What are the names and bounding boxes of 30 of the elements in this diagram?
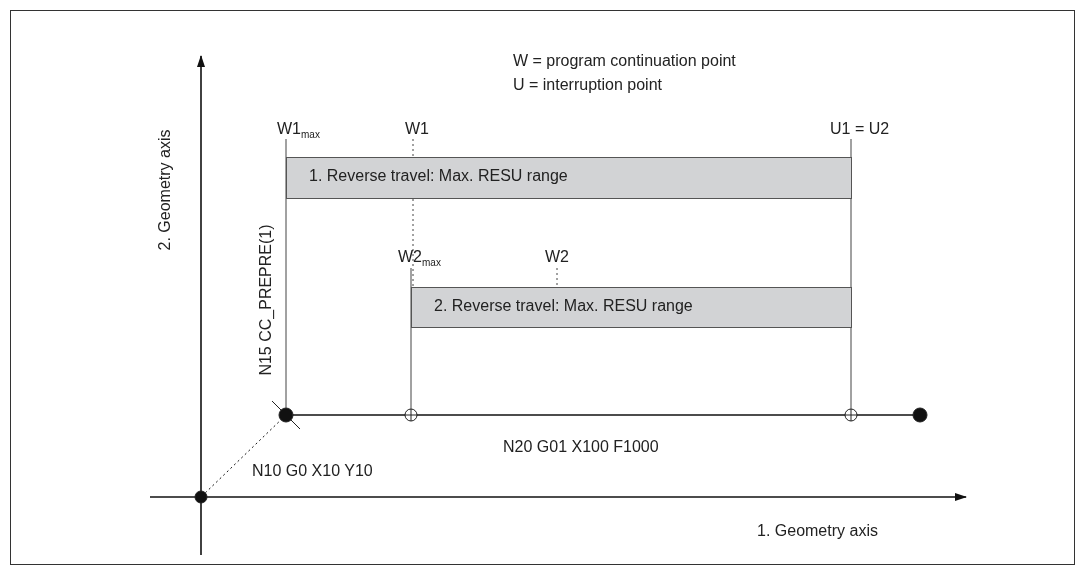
path-line (856, 414, 914, 416)
legend-note: U = interruption point (513, 76, 662, 94)
point-label: U1 = U2 (830, 120, 890, 138)
reference-line (412, 198, 414, 288)
reference-line (410, 267, 412, 410)
point-label: W2 (545, 248, 569, 266)
reference-line (412, 138, 414, 158)
path-line (416, 414, 846, 416)
point-label: W2$_{max}$ (398, 248, 441, 273)
point-label: W1$_{max}$ (277, 120, 320, 145)
edge-label: N20 G01 X100 F1000 (503, 438, 659, 456)
band-label: 1. Reverse travel: Max. RESU range (309, 167, 568, 185)
edge-label: N10 G0 X10 Y10 (252, 462, 373, 480)
axis-title: 2. Geometry axis (155, 129, 174, 251)
reference-line (285, 138, 287, 409)
path-line (292, 414, 406, 416)
legend-note: W = program continuation point (513, 52, 736, 70)
block-label: N15 CC_PREPRE(1) (256, 224, 275, 376)
filled-point (194, 490, 208, 504)
reference-line (556, 267, 558, 288)
range-band (411, 287, 852, 328)
crosshair-point (404, 408, 418, 422)
range-band (286, 157, 852, 199)
band-label: 2. Reverse travel: Max. RESU range (434, 297, 693, 315)
filled-point (912, 407, 928, 423)
filled-point (278, 407, 294, 423)
point-label: W1 (405, 120, 429, 138)
path-line (204, 419, 282, 494)
crosshair-point (844, 408, 858, 422)
axis-title: 1. Geometry axis (757, 522, 878, 540)
